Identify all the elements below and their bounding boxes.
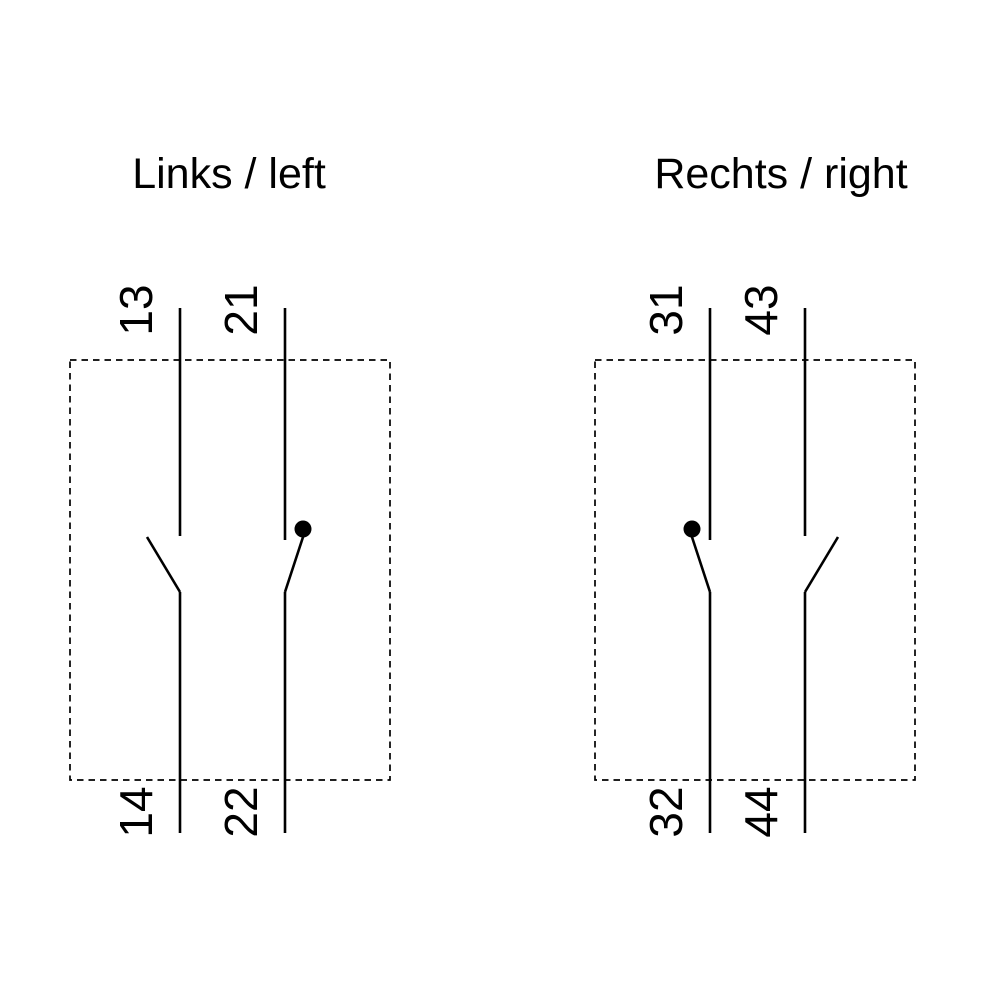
panel-left-dashed-frame [69,359,391,781]
nc-contact-21-22: 21 22 [215,284,312,838]
terminal-label-13: 13 [110,284,162,335]
no-contact-blade-43-44 [803,536,840,593]
terminal-label-43: 43 [735,284,787,335]
terminal-label-21: 21 [215,284,267,335]
panel-left: Links / left 13 14 21 22 [69,150,391,838]
panel-right-title: Rechts / right [654,150,907,198]
nc-contact-blade-31-32 [689,533,712,593]
terminal-label-14: 14 [110,786,162,837]
terminal-label-31: 31 [640,284,692,335]
no-contact-13-14: 13 14 [110,284,182,838]
no-contact-43-44: 43 44 [735,284,840,838]
panel-right-dashed-frame [594,359,916,781]
panel-left-title: Links / left [132,150,326,198]
terminal-label-44: 44 [735,786,787,837]
nc-contact-31-32: 31 32 [640,284,712,838]
terminal-label-32: 32 [640,786,692,837]
nc-contact-dot [683,520,701,538]
terminal-label-22: 22 [215,786,267,837]
panel-right: Rechts / right 31 32 43 44 [594,150,916,838]
nc-contact-dot [294,520,312,538]
nc-contact-blade-21-22 [283,533,306,593]
no-contact-blade-13-14 [145,536,182,593]
